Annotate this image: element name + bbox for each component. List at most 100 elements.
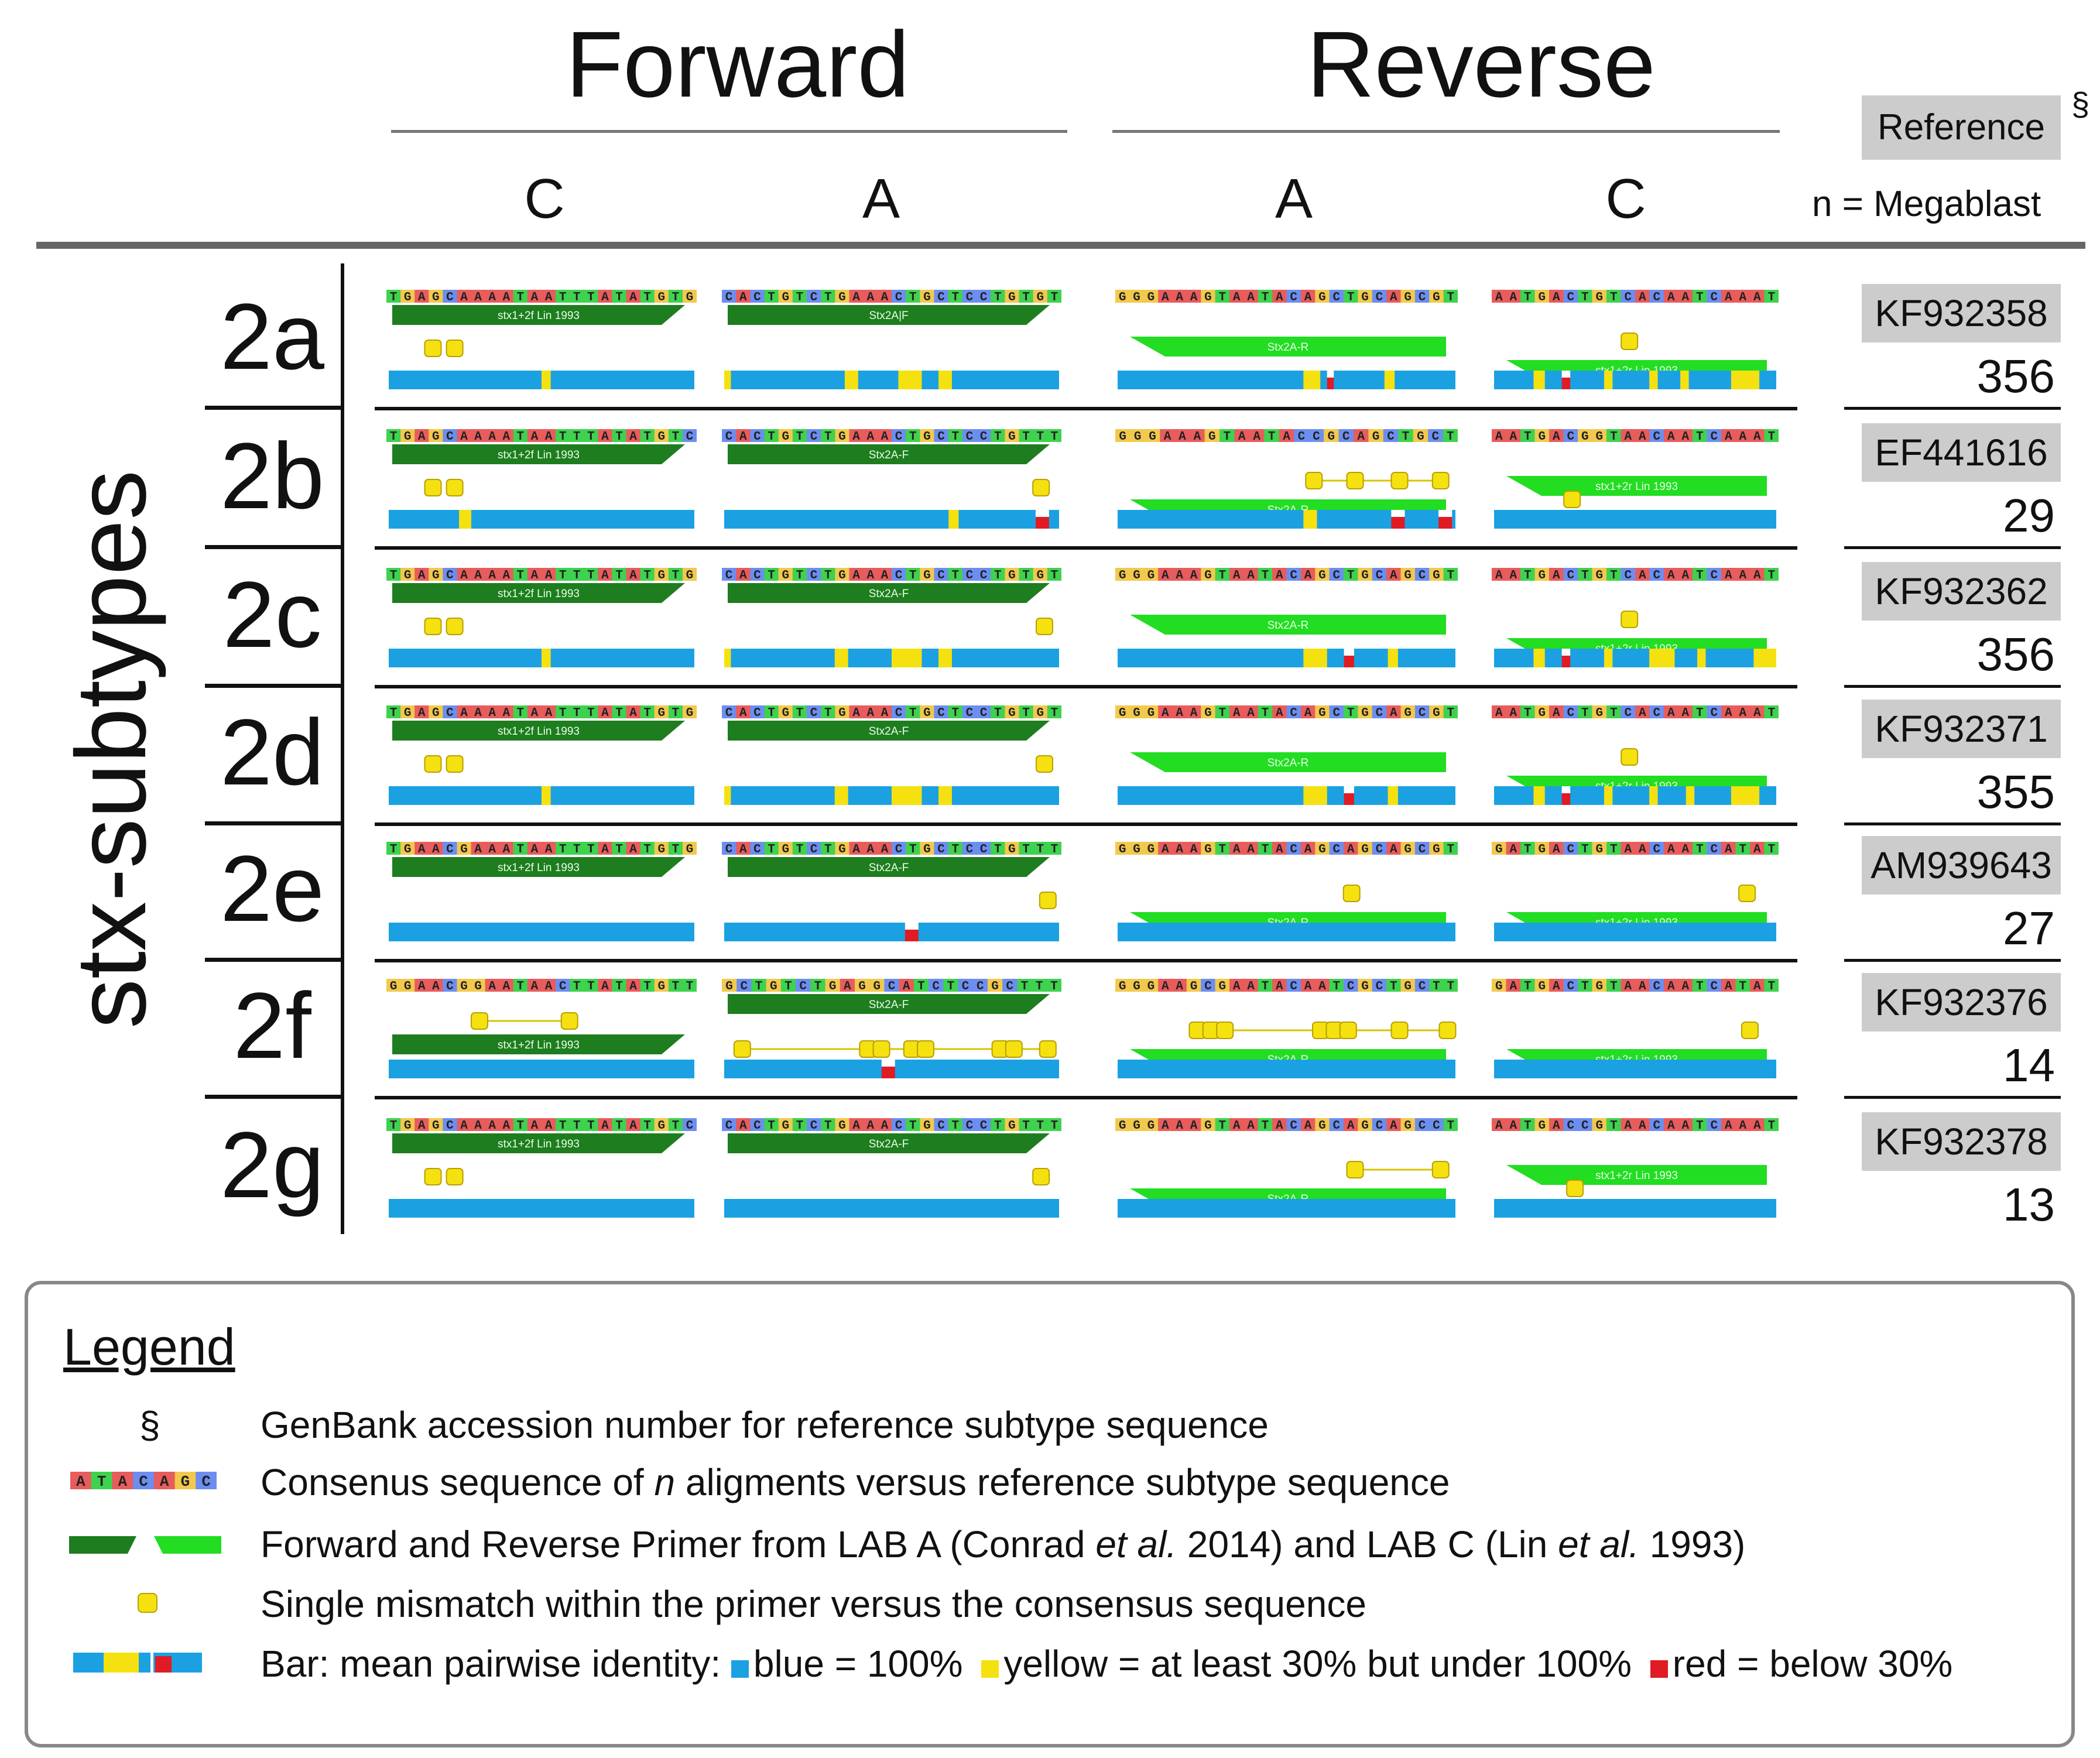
svg-text:A: A — [531, 843, 539, 856]
svg-text:C: C — [1006, 980, 1013, 993]
identity-bar — [1494, 1060, 1776, 1078]
label-column-divider — [341, 1092, 344, 1234]
mismatch-marker — [1741, 1022, 1759, 1039]
svg-text:A: A — [1190, 569, 1198, 582]
svg-text:A: A — [1304, 291, 1312, 304]
svg-text:G: G — [1361, 291, 1369, 304]
svg-text:C: C — [895, 843, 903, 856]
n-megablast-label: n = Megablast — [1812, 184, 2041, 224]
svg-text:T: T — [672, 1119, 680, 1133]
svg-text:C: C — [725, 569, 733, 582]
svg-text:T: T — [994, 569, 1002, 582]
svg-text:G: G — [1204, 707, 1212, 720]
svg-text:A: A — [1509, 430, 1517, 444]
row-divider-ref — [1844, 823, 2061, 825]
svg-text:C: C — [937, 430, 945, 444]
svg-text:T: T — [1051, 1119, 1058, 1133]
svg-text:T: T — [1022, 843, 1030, 856]
svg-text:T: T — [1051, 430, 1058, 444]
svg-text:A: A — [1624, 843, 1632, 856]
svg-text:T: T — [1524, 430, 1532, 444]
svg-text:A: A — [629, 707, 637, 720]
svg-text:A: A — [629, 980, 637, 993]
svg-text:T: T — [1390, 980, 1397, 993]
legend-item-accession: GenBank accession number for reference s… — [261, 1404, 1269, 1446]
svg-text:C: C — [1433, 1119, 1440, 1133]
svg-text:A: A — [531, 291, 539, 304]
legend-section-symbol: § — [139, 1404, 160, 1446]
identity-bar — [1118, 1199, 1455, 1218]
subtype-label-2f: 2f — [233, 973, 311, 1078]
svg-text:A: A — [460, 430, 468, 444]
svg-text:T: T — [1022, 430, 1030, 444]
svg-text:T: T — [1610, 291, 1618, 304]
svg-text:A: A — [1495, 291, 1503, 304]
primer-arrow — [728, 444, 1050, 464]
svg-text:T: T — [615, 1119, 623, 1133]
primer-arrow — [392, 721, 685, 741]
mismatch-marker — [424, 479, 442, 496]
svg-text:C: C — [1290, 707, 1297, 720]
primer-arrow — [728, 583, 1050, 603]
svg-text:A: A — [474, 291, 482, 304]
svg-text:T: T — [1767, 1119, 1775, 1133]
svg-text:T: T — [1347, 291, 1355, 304]
svg-text:A: A — [1667, 430, 1675, 444]
svg-text:T: T — [1022, 1119, 1030, 1133]
svg-text:A: A — [1276, 980, 1283, 993]
primer-arrow — [392, 444, 685, 464]
svg-text:A: A — [852, 291, 860, 304]
svg-text:T: T — [587, 1119, 595, 1133]
svg-text:G: G — [1008, 569, 1016, 582]
svg-text:T: T — [1447, 291, 1455, 304]
svg-text:A: A — [1509, 1119, 1517, 1133]
svg-text:T: T — [909, 291, 917, 304]
mismatch-marker — [1438, 1022, 1457, 1039]
svg-text:G: G — [460, 980, 468, 993]
svg-text:C: C — [1376, 569, 1383, 582]
svg-text:A: A — [1253, 430, 1260, 444]
svg-text:C: C — [1298, 430, 1306, 444]
svg-text:A: A — [531, 707, 539, 720]
primer-arrow — [392, 1034, 685, 1054]
megablast-count-2b: 29 — [2003, 489, 2055, 542]
svg-text:T: T — [909, 843, 917, 856]
svg-text:A: A — [488, 569, 496, 582]
svg-text:C: C — [1710, 291, 1718, 304]
svg-text:T: T — [97, 1473, 107, 1490]
svg-text:T: T — [1524, 843, 1532, 856]
svg-text:A: A — [1681, 843, 1689, 856]
svg-text:A: A — [1553, 980, 1560, 993]
svg-text:C: C — [1567, 980, 1574, 993]
svg-text:A: A — [1553, 569, 1560, 582]
svg-text:T: T — [390, 430, 398, 444]
svg-text:A: A — [418, 1119, 426, 1133]
svg-text:C: C — [1333, 291, 1341, 304]
svg-text:C: C — [810, 291, 818, 304]
row-divider-label — [205, 958, 342, 962]
svg-text:C: C — [1333, 843, 1341, 856]
svg-text:A: A — [1725, 707, 1732, 720]
svg-text:C: C — [1653, 430, 1660, 444]
svg-text:T: T — [796, 1119, 804, 1133]
svg-text:G: G — [686, 291, 694, 304]
primer-arrow — [728, 721, 1050, 741]
svg-text:G: G — [1208, 430, 1216, 444]
svg-text:C: C — [1567, 569, 1574, 582]
svg-text:A: A — [739, 1119, 747, 1133]
svg-text:A: A — [545, 1119, 553, 1133]
svg-text:A: A — [1667, 1119, 1675, 1133]
svg-text:A: A — [1390, 843, 1397, 856]
svg-text:C: C — [753, 430, 761, 444]
svg-text:A: A — [488, 707, 496, 720]
svg-text:A: A — [1681, 569, 1689, 582]
